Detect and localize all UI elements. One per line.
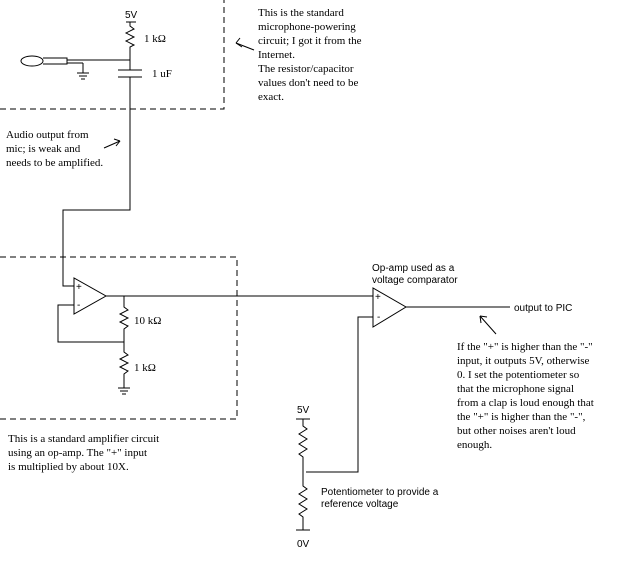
- mic-note-arrow-icon: [235, 37, 255, 51]
- potentiometer-section: 5V 0V Potentiometer to provide a referen…: [296, 405, 441, 550]
- mic-resistor: [124, 22, 136, 60]
- mic-body: [43, 57, 68, 65]
- pot-upper-resistor: [298, 419, 308, 472]
- mic-note: This is the standard microphone-powering…: [258, 7, 364, 103]
- feedback-resistor: [118, 296, 130, 342]
- comparator-note: If the "+" is higher than the "-" input,…: [457, 341, 597, 451]
- amplifier-plus: +: [76, 282, 82, 293]
- comparator-minus-wire: [306, 316, 373, 473]
- comparator-title: Op-amp used as a voltage comparator: [372, 263, 458, 286]
- comparator-minus: -: [377, 312, 380, 323]
- comparator-plus: +: [375, 292, 381, 303]
- pot-bottom-label: 0V: [297, 539, 310, 550]
- comparator-opamp: [372, 287, 407, 328]
- amplifier-minus: -: [77, 300, 80, 311]
- ground-icon: [77, 72, 89, 80]
- pot-lower-resistor: [298, 472, 308, 530]
- mic-supply-label: 5V: [125, 10, 138, 21]
- audio-note-arrow-icon: [103, 138, 121, 149]
- capacitor-label: 1 uF: [152, 68, 172, 80]
- ground-resistor: [118, 342, 130, 388]
- pot-top-label: 5V: [297, 405, 310, 416]
- comparator-section: Op-amp used as a voltage comparator + - …: [306, 263, 597, 473]
- audio-signal-wire: [62, 77, 131, 287]
- amplifier-opamp: [73, 277, 108, 315]
- comparator-note-arrow-icon: [479, 315, 497, 335]
- amplifier-minus-wire: [57, 304, 124, 343]
- amplifier-section: + - 10 kΩ 1 kΩ This is a standard amplif…: [0, 256, 238, 473]
- mic-resistor-label: 1 kΩ: [144, 33, 166, 45]
- mic-section: 5V 1 kΩ 1 uF This is the standard microp…: [0, 0, 364, 110]
- ground-resistor-label: 1 kΩ: [134, 362, 156, 374]
- ground-icon: [118, 387, 130, 395]
- microphone-icon: [20, 55, 44, 67]
- mic-section-boundary: [0, 0, 225, 110]
- amplifier-boundary: [0, 256, 238, 420]
- comparator-output-label: output to PIC: [514, 303, 572, 314]
- pot-note: Potentiometer to provide a reference vol…: [321, 487, 441, 510]
- feedback-resistor-label: 10 kΩ: [134, 315, 161, 327]
- audio-note: Audio output from mic; is weak and needs…: [6, 129, 103, 169]
- amplifier-note: This is a standard amplifier circuit usi…: [8, 433, 162, 473]
